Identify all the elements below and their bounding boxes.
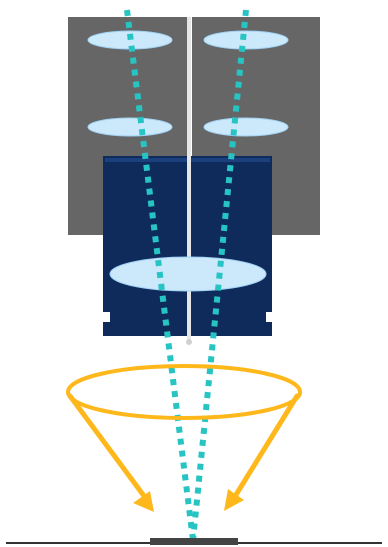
illumination-arrow-right-head [224, 489, 244, 511]
illumination-arrow-left-shaft [67, 393, 150, 503]
illumination-ring [66, 364, 302, 420]
objective-lens [109, 256, 267, 292]
lens-mid-left [87, 117, 173, 137]
lens-mid-right [203, 117, 289, 137]
illumination-arrow-right-shaft [231, 393, 300, 501]
illumination-arrow-left-head [133, 491, 154, 512]
sample-stage [150, 538, 238, 545]
light-path-left [124, 9, 196, 541]
light-path-right [190, 9, 249, 541]
divider-end-dot [186, 339, 192, 345]
